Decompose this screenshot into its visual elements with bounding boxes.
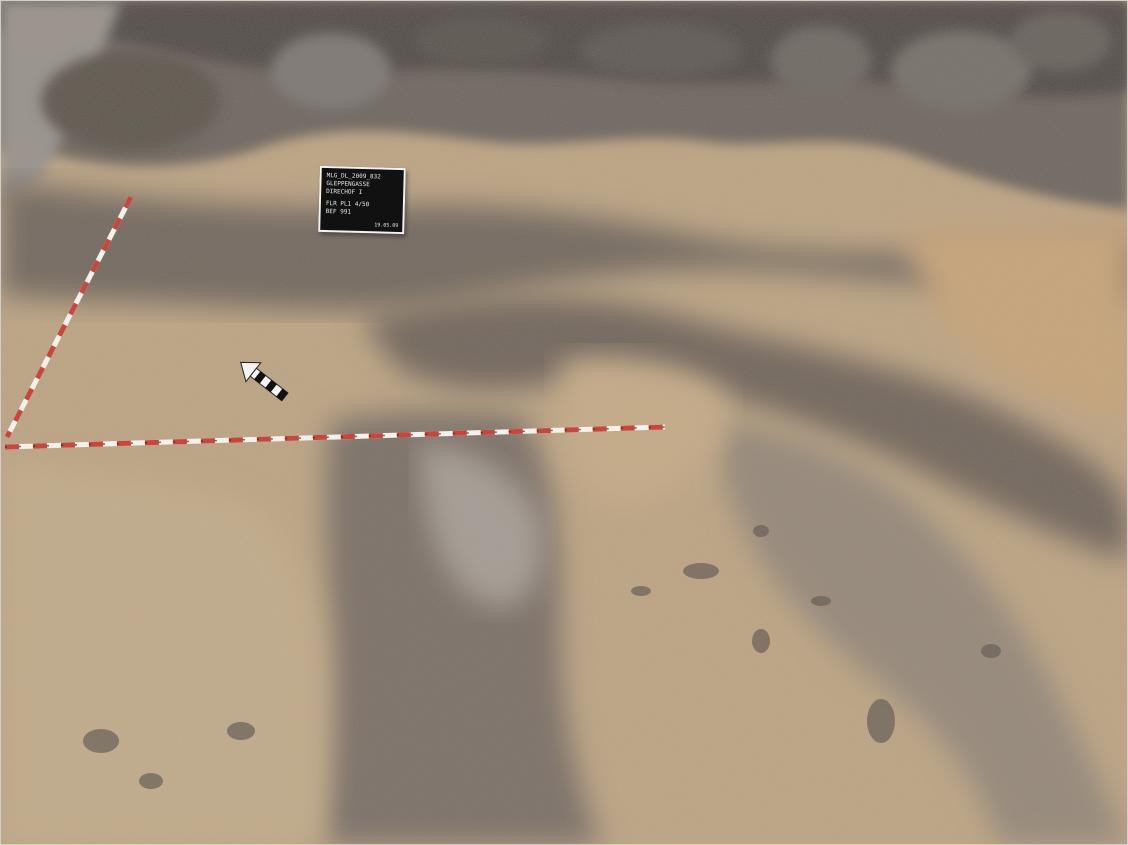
north-arrow-icon xyxy=(240,361,289,402)
photo-board: MLG_DL_2009_832 GLEPPENGASSE DIRECHOF I … xyxy=(318,165,406,235)
measuring-tape-vertical xyxy=(4,195,134,439)
board-date: 19.05.09 xyxy=(374,222,399,229)
measuring-tape-horizontal xyxy=(4,424,666,450)
board-field-2: BEF 991 xyxy=(325,208,352,216)
